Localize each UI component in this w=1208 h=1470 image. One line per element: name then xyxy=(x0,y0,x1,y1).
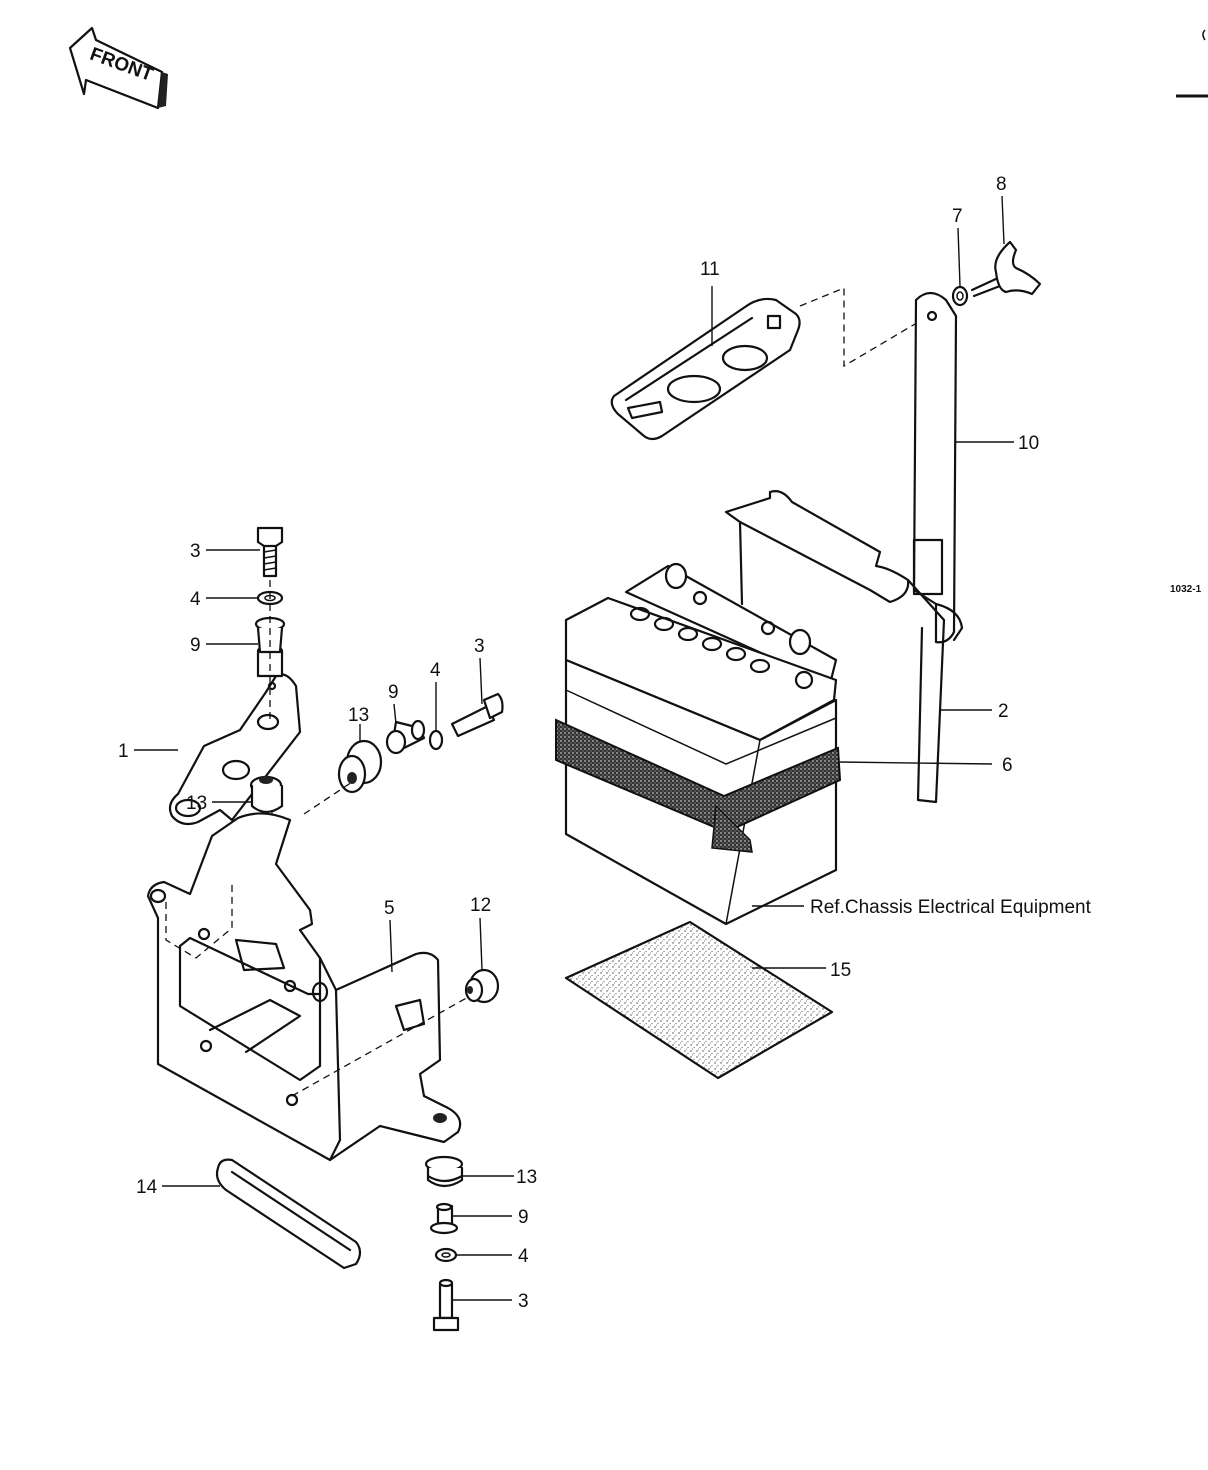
callout-3-top: 3 xyxy=(190,541,201,562)
part-3-bolt-middle xyxy=(450,692,504,738)
part-13-grommet-middle xyxy=(337,739,383,794)
callout-13-middle: 13 xyxy=(348,705,369,726)
callout-13-top: 13 xyxy=(186,793,207,814)
cell-caps xyxy=(629,590,814,690)
callout-4-top: 4 xyxy=(190,589,201,610)
callout-11: 11 xyxy=(700,259,720,280)
callout-4-middle: 4 xyxy=(430,660,441,681)
callout-9-middle: 9 xyxy=(388,682,399,703)
callout-15: 15 xyxy=(830,960,851,981)
part-7-washer xyxy=(951,285,969,307)
front-arrow-icon: FRONT xyxy=(68,26,168,110)
part-15-rubber-mat xyxy=(564,920,834,1080)
figure-code: 1032-1 xyxy=(1170,584,1202,595)
ref-chassis-note: Ref.Chassis Electrical Equipment xyxy=(810,897,1092,918)
callout-1: 1 xyxy=(118,741,129,762)
battery xyxy=(564,562,838,926)
leader-lines xyxy=(134,195,1014,1301)
callout-10: 10 xyxy=(1018,433,1039,454)
part-10-holder-rod xyxy=(912,291,958,644)
assembly-line-12 xyxy=(291,995,471,1097)
callout-13-bottom: 13 xyxy=(516,1167,537,1188)
callout-9-top: 9 xyxy=(190,635,201,656)
part-4-washer-middle xyxy=(428,729,444,751)
part-9-collar-middle xyxy=(385,719,426,755)
part-6-battery-band xyxy=(555,718,842,853)
callout-14: 14 xyxy=(136,1177,158,1198)
callout-7: 7 xyxy=(952,206,963,227)
callout-8: 8 xyxy=(996,174,1007,195)
callout-2: 2 xyxy=(998,701,1009,722)
part-11-holder-plate xyxy=(610,297,801,441)
part-5-battery-tray xyxy=(146,812,462,1162)
callout-6: 6 xyxy=(1002,755,1013,776)
part-14-rubber-strip xyxy=(215,1158,362,1270)
callout-4-bottom: 4 xyxy=(518,1246,529,1267)
part-9-collar-bottom xyxy=(429,1202,459,1235)
page-edge-marks xyxy=(1176,29,1208,98)
callout-3-bottom: 3 xyxy=(518,1291,529,1312)
callout-9-bottom: 9 xyxy=(518,1207,529,1228)
assembly-line-11-10 xyxy=(799,287,916,368)
part-3-bolt-top xyxy=(256,526,284,578)
callout-3-middle: 3 xyxy=(474,636,485,657)
callout-5: 5 xyxy=(384,898,395,919)
part-4-washer-bottom xyxy=(434,1247,458,1263)
part-13-grommet-bottom xyxy=(424,1155,464,1188)
part-13-grommet-top xyxy=(249,775,284,814)
part-2-battery-case xyxy=(724,490,964,804)
assembly-line-middle xyxy=(303,781,353,815)
callouts: 1 3 4 9 13 13 9 4 3 11 7 8 10 2 6 Ref.Ch… xyxy=(118,174,1092,1312)
callout-12: 12 xyxy=(470,895,491,916)
part-12-grommet xyxy=(464,968,500,1004)
part-8-wing-bolt xyxy=(970,240,1042,298)
part-3-bolt-bottom xyxy=(432,1278,460,1332)
